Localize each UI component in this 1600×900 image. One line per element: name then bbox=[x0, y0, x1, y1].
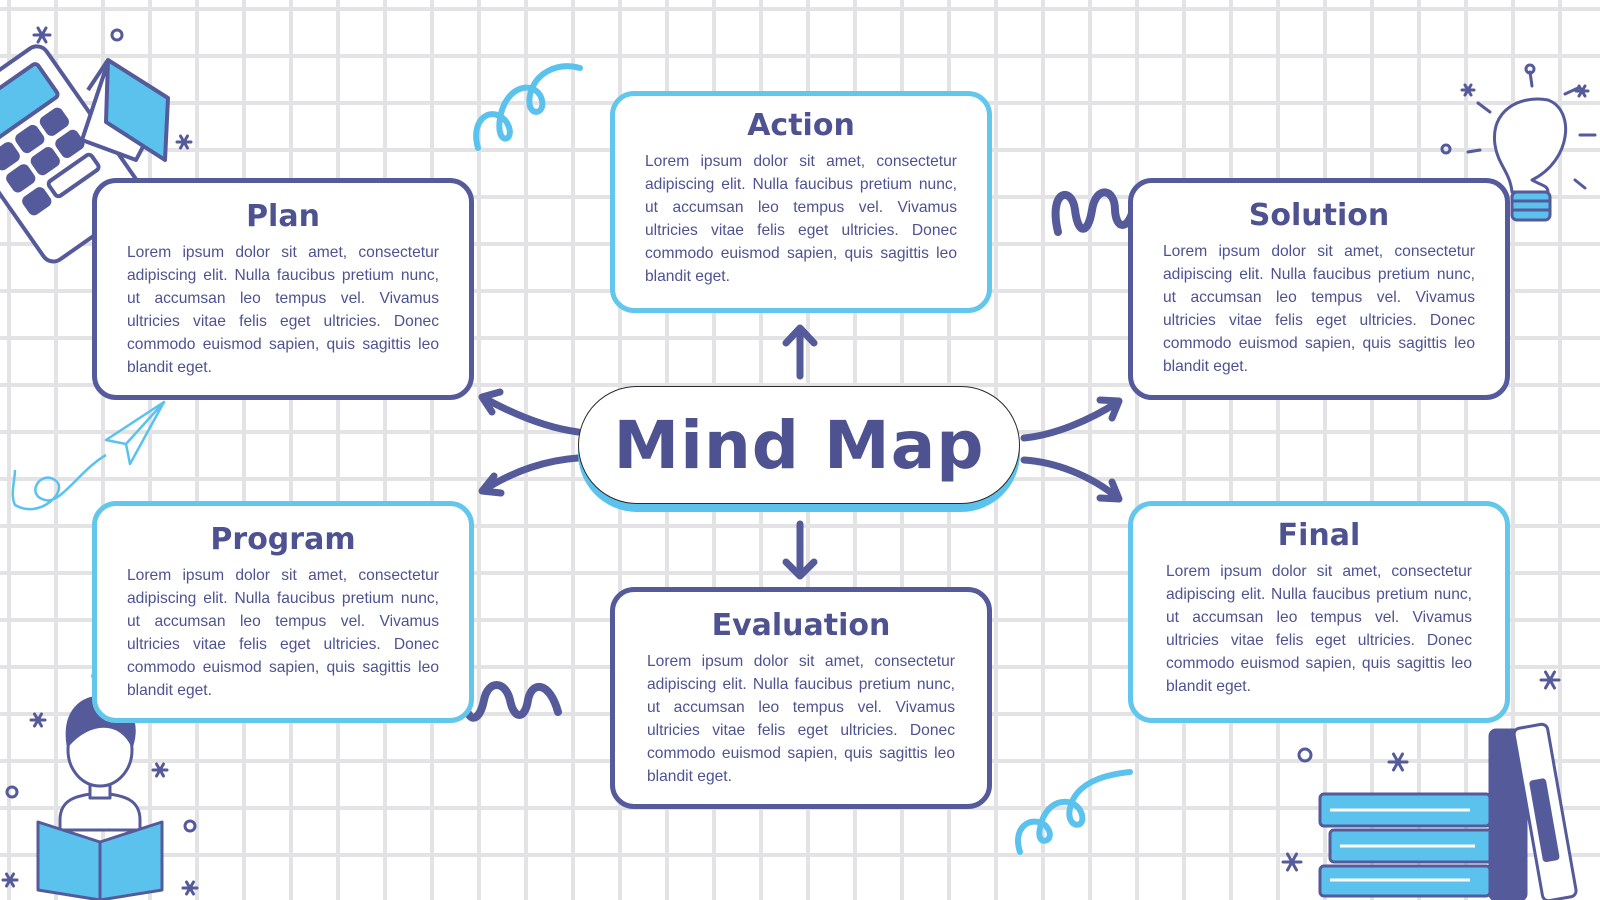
node-program-title: Program bbox=[210, 522, 356, 557]
lightbulb-icon bbox=[1466, 70, 1597, 222]
star-icon bbox=[1460, 83, 1476, 97]
node-plan-title: Plan bbox=[246, 199, 320, 234]
node-solution-title: Solution bbox=[1248, 198, 1390, 233]
star-icon bbox=[175, 134, 193, 150]
circle-icon bbox=[1524, 63, 1536, 75]
circle-icon bbox=[110, 28, 124, 42]
star-icon bbox=[1, 872, 19, 888]
circle-icon bbox=[1297, 747, 1313, 763]
graduation-cap-icon bbox=[80, 58, 170, 162]
star-icon bbox=[32, 26, 52, 44]
star-icon bbox=[1281, 852, 1303, 872]
circle-icon bbox=[183, 819, 197, 833]
books-icon bbox=[1318, 722, 1578, 900]
arrow-to-final-head bbox=[1096, 478, 1123, 503]
node-final: Final Lorem ipsum dolor sit amet, consec… bbox=[1128, 501, 1510, 723]
central-node: Mind Map bbox=[578, 386, 1020, 504]
arrow-to-program-head bbox=[478, 472, 505, 497]
arrow-to-evaluation-head bbox=[782, 558, 818, 580]
star-icon bbox=[1539, 670, 1561, 690]
node-evaluation-title: Evaluation bbox=[711, 608, 891, 643]
node-program-text: Lorem ipsum dolor sit amet, consectetur … bbox=[127, 567, 439, 699]
circle-icon bbox=[1440, 143, 1452, 155]
circle-icon bbox=[5, 785, 19, 799]
connectors bbox=[478, 324, 1123, 580]
arrow-to-program bbox=[480, 454, 582, 494]
central-title: Mind Map bbox=[613, 406, 985, 484]
arrow-to-final bbox=[1020, 456, 1122, 502]
arrow-to-plan bbox=[480, 394, 582, 436]
node-action: Action Lorem ipsum dolor sit amet, conse… bbox=[610, 91, 992, 313]
star-icon bbox=[1574, 84, 1590, 98]
node-final-title: Final bbox=[1277, 518, 1361, 553]
arrow-to-plan-head bbox=[478, 388, 504, 416]
paper-plane-icon bbox=[11, 400, 166, 511]
node-evaluation: Evaluation Lorem ipsum dolor sit amet, c… bbox=[610, 587, 992, 809]
squiggle-icon bbox=[473, 63, 583, 151]
arrow-to-solution bbox=[1020, 398, 1122, 442]
student-reading-icon bbox=[36, 696, 164, 900]
node-final-text: Lorem ipsum dolor sit amet, consectetur … bbox=[1166, 563, 1472, 695]
node-solution: Solution Lorem ipsum dolor sit amet, con… bbox=[1128, 178, 1510, 400]
star-icon bbox=[151, 762, 169, 778]
star-icon bbox=[29, 712, 47, 728]
arrow-to-solution-head bbox=[1096, 396, 1123, 422]
squiggle-icon bbox=[1015, 769, 1133, 855]
node-action-text: Lorem ipsum dolor sit amet, consectetur … bbox=[645, 153, 957, 285]
node-program: Program Lorem ipsum dolor sit amet, cons… bbox=[92, 501, 474, 723]
node-action-title: Action bbox=[747, 108, 855, 143]
star-icon bbox=[181, 880, 199, 896]
arrow-to-action-head bbox=[782, 324, 818, 347]
node-plan: Plan Lorem ipsum dolor sit amet, consect… bbox=[92, 178, 474, 400]
star-icon bbox=[1387, 752, 1409, 772]
node-evaluation-text: Lorem ipsum dolor sit amet, consectetur … bbox=[647, 653, 955, 785]
node-solution-text: Lorem ipsum dolor sit amet, consectetur … bbox=[1163, 243, 1475, 375]
node-plan-text: Lorem ipsum dolor sit amet, consectetur … bbox=[127, 244, 439, 376]
